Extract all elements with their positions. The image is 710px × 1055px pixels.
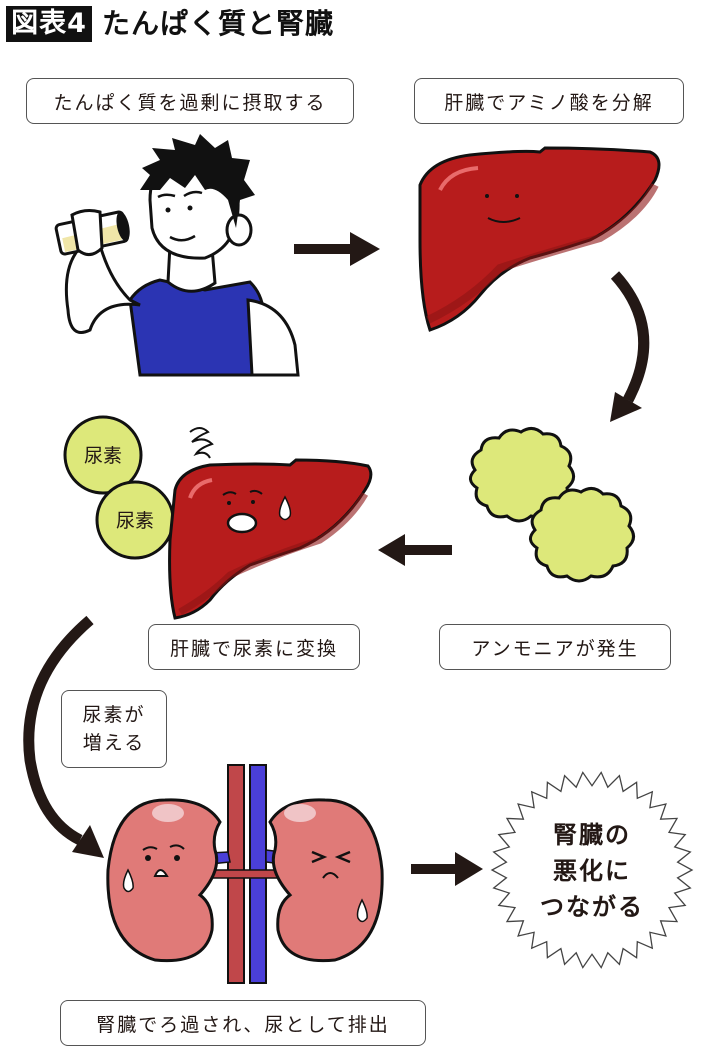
arrow-left	[378, 534, 452, 566]
tank-top	[128, 278, 265, 377]
step-label-kidney-filter: 腎臓でろ過され、尿として排出	[60, 1000, 426, 1046]
arrow-right-2	[411, 852, 483, 886]
squint-eye	[311, 850, 328, 864]
sweat-drop	[356, 898, 368, 923]
step-text: たんぱく質を過剰に摂取する	[53, 91, 327, 114]
sweat-drop	[122, 868, 134, 893]
eye	[227, 501, 231, 505]
eye	[187, 205, 193, 211]
step-label-overconsume: たんぱく質を過剰に摂取する	[26, 78, 354, 124]
urea-bubble: 尿素	[63, 415, 143, 495]
smile	[487, 217, 521, 223]
curved-arrow-left-down	[23, 615, 94, 845]
happy-liver-illustration	[418, 146, 661, 332]
eye	[145, 855, 151, 861]
eye	[251, 500, 255, 504]
outcome-burst	[490, 771, 694, 969]
outcome-text: 腎臓の 悪化に つながる	[492, 818, 692, 928]
step-label-ammonia: アンモニアが発生	[439, 624, 671, 670]
eye	[515, 194, 519, 198]
step-text: アンモニアが発生	[471, 637, 639, 660]
outcome-line-1: 腎臓の	[553, 821, 631, 849]
worried-liver-illustration	[168, 427, 373, 620]
figure-title: たんぱく質と腎臓	[102, 7, 335, 40]
raised-arm	[64, 243, 141, 334]
eye	[174, 855, 180, 861]
curved-arrow-down	[610, 271, 650, 403]
smile	[169, 234, 196, 242]
kidneys-illustration	[106, 764, 384, 984]
step-text: 肝臓でアミノ酸を分解	[444, 91, 654, 114]
step-label-urea-increase: 尿素が 増える	[61, 690, 167, 768]
ear	[225, 213, 253, 247]
step-text: 腎臓でろ過され、尿として排出	[96, 1013, 390, 1036]
step-text: 肝臓で尿素に変換	[169, 637, 338, 660]
fist	[70, 209, 104, 256]
dizzy-swirl-icon	[189, 427, 214, 459]
open-mouth	[226, 512, 258, 534]
right-arm	[246, 298, 300, 377]
outcome-line-2: 悪化に	[553, 857, 631, 885]
step-text-line2: 増える	[82, 732, 146, 754]
outcome-line-3: つながる	[540, 893, 644, 921]
eye	[165, 207, 171, 213]
arrow-right-1	[294, 232, 380, 266]
figure-number-badge: 図表4	[6, 6, 92, 42]
curved-arrow-left-down-head	[72, 825, 104, 858]
urea-bubble: 尿素	[95, 480, 175, 560]
curved-arrow-down-head	[610, 392, 642, 422]
frown	[322, 872, 339, 879]
urea-bubble-text: 尿素	[84, 445, 122, 467]
sweat-drop	[278, 495, 292, 521]
mouth	[153, 869, 169, 877]
step-label-liver-breakdown: 肝臓でアミノ酸を分解	[414, 78, 684, 124]
step-text-line1: 尿素が	[82, 704, 146, 726]
ammonia-cloud-illustration	[469, 427, 635, 583]
squint-eye	[334, 850, 351, 864]
urea-bubble-text: 尿素	[116, 510, 154, 532]
hair	[140, 134, 255, 228]
eye	[485, 194, 489, 198]
man-drinking-protein-illustration	[54, 134, 300, 377]
step-label-urea-conversion: 肝臓で尿素に変換	[148, 624, 360, 670]
